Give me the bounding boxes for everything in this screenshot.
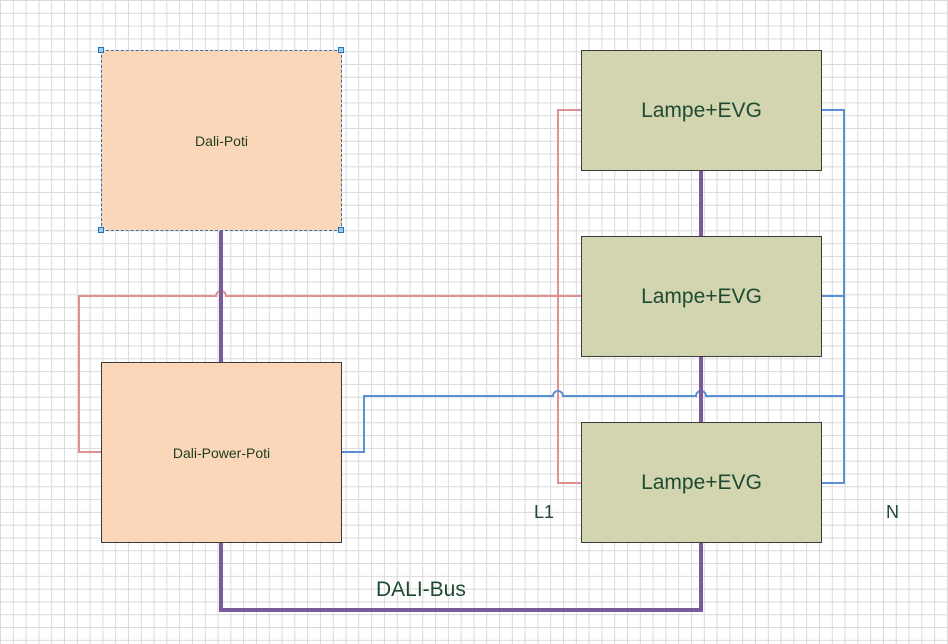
lamp-evg-2-box[interactable]: Lampe+EVG xyxy=(581,236,822,357)
selection-handle-top-left[interactable] xyxy=(98,47,104,53)
dali-poti-label: Dali-Poti xyxy=(195,132,248,149)
dali-poti-box[interactable]: Dali-Poti xyxy=(101,50,342,231)
dali-power-poti-label: Dali-Power-Poti xyxy=(172,444,271,461)
lamp-evg-2-label: Lampe+EVG xyxy=(641,284,762,308)
dali-bus-main xyxy=(219,542,703,612)
lamp-evg-3-box[interactable]: Lampe+EVG xyxy=(581,422,822,543)
n-label: N xyxy=(886,502,899,522)
l1-label: L1 xyxy=(534,502,555,522)
selection-handle-bottom-left[interactable] xyxy=(98,227,104,233)
dali-bus-wires xyxy=(219,170,703,612)
dali-bus-label: DALI-Bus xyxy=(376,578,466,601)
selection-handle-bottom-right[interactable] xyxy=(338,227,344,233)
lamp-evg-1-label: Lampe+EVG xyxy=(641,98,762,122)
lamp-evg-3-label: Lampe+EVG xyxy=(641,470,762,494)
n-wire-power-poti xyxy=(341,390,844,453)
n-wire-lamps xyxy=(821,109,845,484)
lamp-evg-1-box[interactable]: Lampe+EVG xyxy=(581,50,822,171)
dali-power-poti-box[interactable]: Dali-Power-Poti xyxy=(101,362,342,543)
selection-handle-top-right[interactable] xyxy=(338,47,344,53)
n-wires xyxy=(341,109,845,484)
